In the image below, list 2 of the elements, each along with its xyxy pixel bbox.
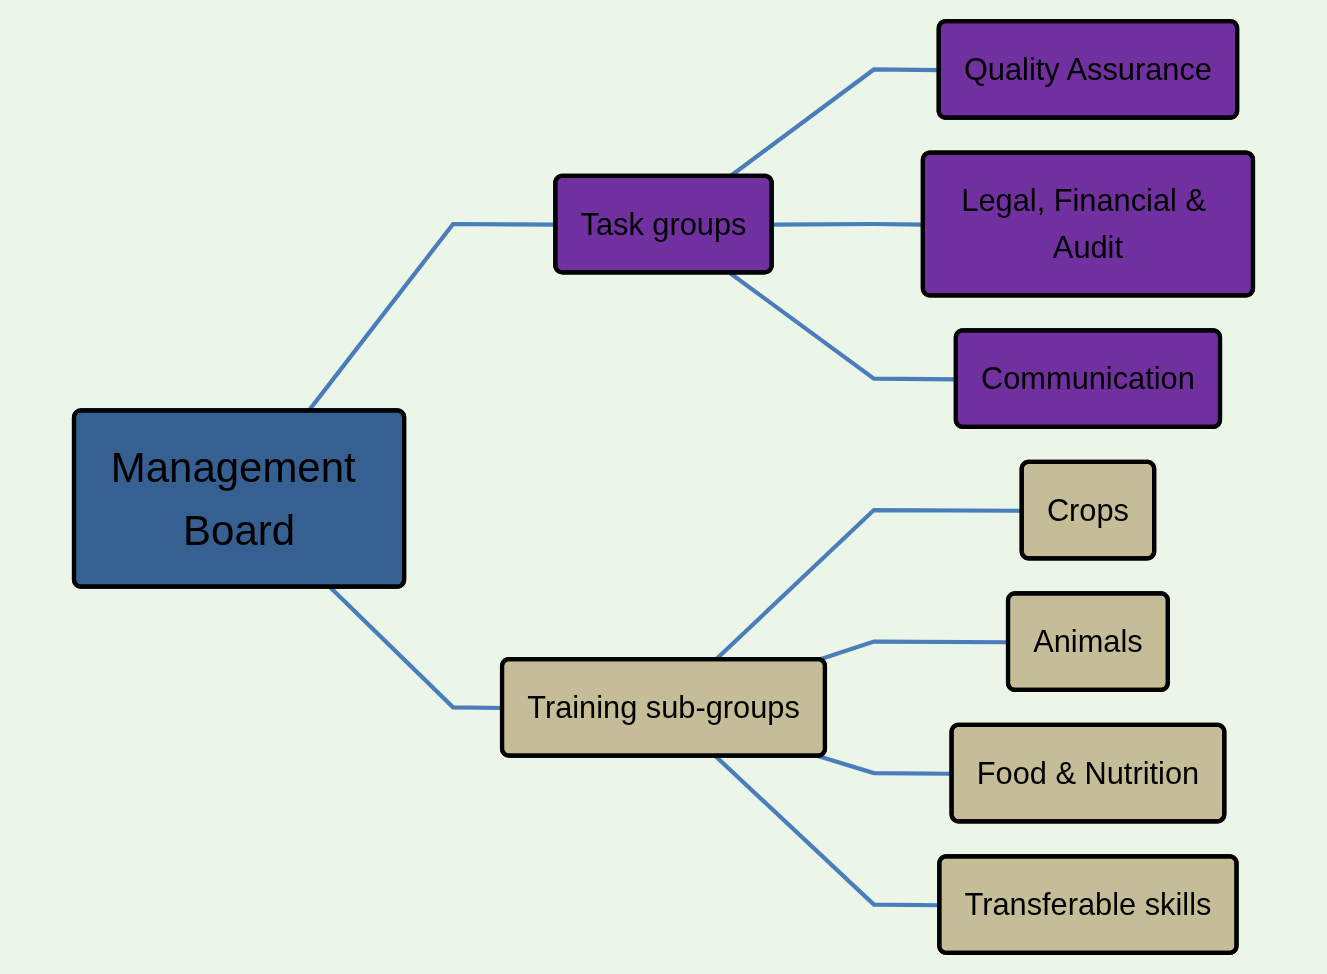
connector bbox=[772, 221, 924, 227]
connector bbox=[728, 271, 957, 382]
